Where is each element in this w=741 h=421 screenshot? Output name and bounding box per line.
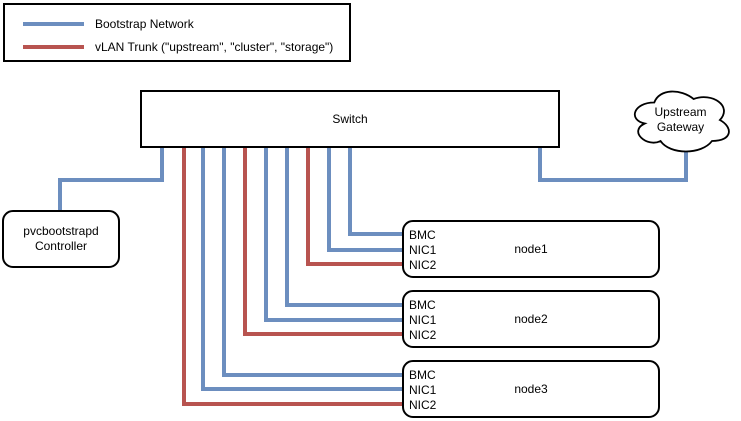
node-name: node3: [514, 381, 548, 396]
port-label-bmc: BMC: [409, 368, 436, 382]
link-switch-node2-nic2: [243, 147, 405, 336]
link-switch-controller: [58, 147, 164, 212]
legend-label-bootstrap-network: Bootstrap Network: [95, 17, 194, 31]
port-label-nic1: NIC1: [409, 313, 437, 327]
link-switch-node2-bmc: [285, 147, 405, 307]
legend-box: Bootstrap Network vLAN Trunk ("upstream"…: [3, 3, 351, 62]
node2-box: node2 BMC NIC1 NIC2: [402, 290, 660, 348]
node3-box: node3 BMC NIC1 NIC2: [402, 360, 660, 418]
vlan-trunk-line-swatch: [23, 45, 84, 49]
port-label-bmc: BMC: [409, 228, 436, 242]
node2-ports: BMC NIC1 NIC2: [409, 298, 436, 343]
cloud-icon: [633, 90, 730, 153]
bootstrap-network-line-swatch: [23, 22, 84, 26]
node-name: node2: [514, 311, 548, 326]
switch-label: Switch: [332, 111, 368, 126]
link-switch-node1-nic2: [306, 147, 405, 266]
legend-label-vlan-trunk: vLAN Trunk ("upstream", "cluster", "stor…: [95, 40, 334, 54]
link-switch-node1-nic1: [327, 147, 405, 252]
port-label-nic2: NIC2: [409, 258, 437, 272]
port-label-nic2: NIC2: [409, 398, 437, 412]
link-switch-gateway: [538, 147, 688, 182]
legend-item-vlan-trunk: vLAN Trunk ("upstream", "cluster", "stor…: [23, 38, 333, 56]
node1-ports: BMC NIC1 NIC2: [409, 228, 436, 273]
link-switch-node1-bmc: [348, 147, 405, 236]
link-switch-node3-nic2: [182, 147, 405, 406]
node1-box: node1 BMC NIC1 NIC2: [402, 220, 660, 278]
link-switch-node2-nic1: [264, 147, 405, 322]
link-switch-node3-bmc: [222, 147, 405, 377]
legend-item-bootstrap-network: Bootstrap Network: [23, 15, 194, 33]
node3-ports: BMC NIC1 NIC2: [409, 368, 436, 413]
node-name: node1: [514, 241, 548, 256]
port-label-nic1: NIC1: [409, 383, 437, 397]
link-switch-node3-nic1: [201, 147, 405, 391]
port-label-bmc: BMC: [409, 298, 436, 312]
port-label-nic2: NIC2: [409, 328, 437, 342]
switch-box: Switch: [140, 90, 560, 148]
port-label-nic1: NIC1: [409, 243, 437, 257]
